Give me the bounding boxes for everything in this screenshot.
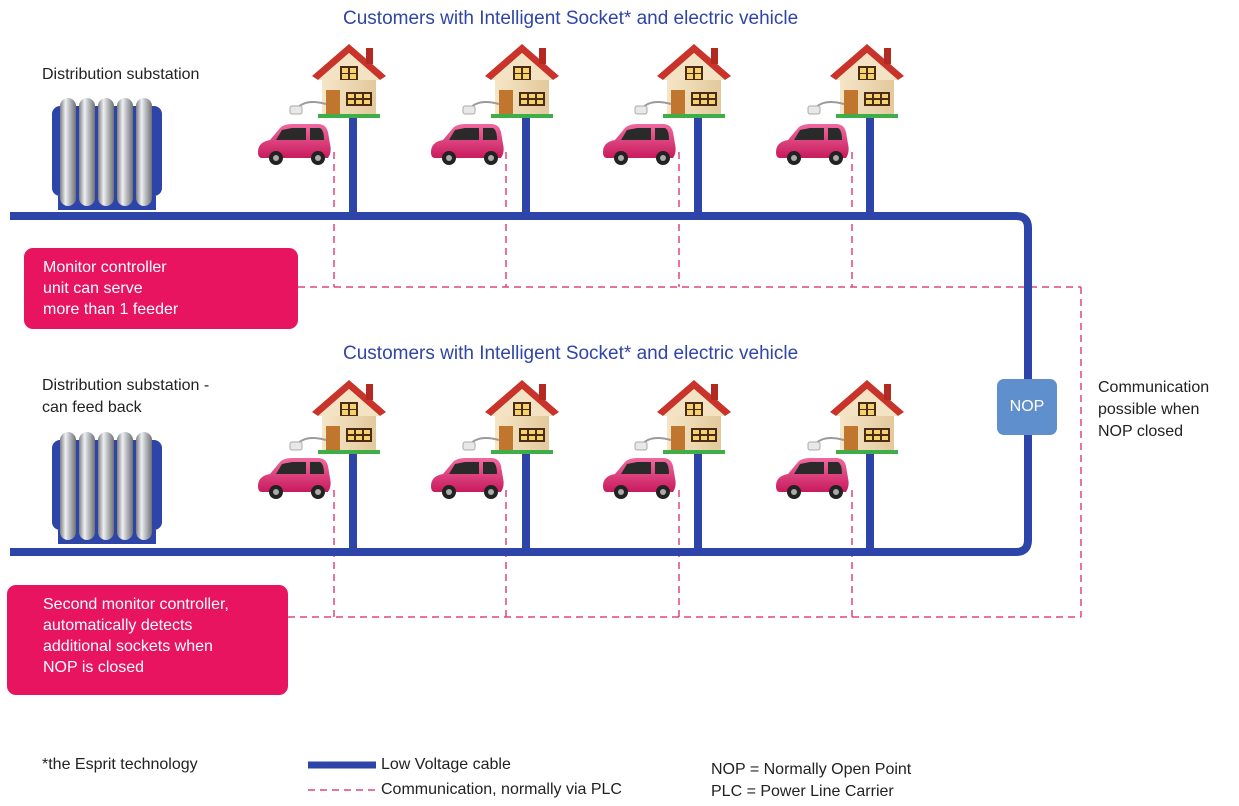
substation-icon-top	[52, 98, 162, 210]
bottom-substation-label: Distribution substation - can feed back	[42, 375, 209, 419]
charging-plug-icon	[807, 101, 845, 115]
callout-line: unit can serve	[43, 280, 143, 297]
callout-line: Second monitor controller,	[43, 596, 229, 613]
nop-note: Communication possible when NOP closed	[1098, 377, 1209, 443]
electric-car-icon	[776, 124, 849, 165]
callout-line: additional sockets when	[43, 638, 213, 655]
second-controller-callout: Second monitor controller, automatically…	[7, 585, 288, 695]
house-icon	[657, 380, 731, 454]
callout-line: more than 1 feeder	[43, 301, 179, 318]
electric-car-icon	[431, 458, 504, 499]
electric-car-icon	[258, 458, 331, 499]
house-icon	[312, 380, 386, 454]
electric-car-icon	[603, 458, 676, 499]
callout-line: NOP is closed	[43, 659, 145, 676]
house-icon	[830, 44, 904, 118]
nop-note-line: possible when	[1098, 401, 1200, 418]
electric-car-icon	[776, 458, 849, 499]
callout-line: Monitor controller	[43, 259, 167, 276]
nop-note-line: NOP closed	[1098, 423, 1184, 440]
low-voltage-cables	[10, 112, 1032, 556]
electric-car-icon	[431, 124, 504, 165]
charging-plug-icon	[634, 101, 672, 115]
charging-plug-icon	[462, 101, 500, 115]
nop-box: NOP	[997, 379, 1057, 435]
electric-car-icon	[603, 124, 676, 165]
bottom-substation-label-line1: Distribution substation -	[42, 377, 210, 394]
charging-plug-icon	[807, 437, 845, 451]
charging-plug-icon	[462, 437, 500, 451]
footnote: *the Esprit technology	[42, 756, 198, 773]
house-icon	[657, 44, 731, 118]
electric-car-icon	[258, 124, 331, 165]
bottom-feeder-heading: Customers with Intelligent Socket* and e…	[343, 343, 799, 364]
communication-lines-top	[298, 152, 1082, 617]
top-substation-label: Distribution substation	[42, 66, 200, 83]
abbrev-nop: NOP = Normally Open Point	[711, 761, 912, 778]
monitor-controller-callout: Monitor controller unit can serve more t…	[24, 248, 298, 329]
house-icon	[830, 380, 904, 454]
charging-plug-icon	[634, 437, 672, 451]
callout-line: automatically detects	[43, 617, 193, 634]
house-icon	[485, 380, 559, 454]
top-feeder-heading: Customers with Intelligent Socket* and e…	[343, 8, 799, 29]
bottom-substation-label-line2: can feed back	[42, 399, 142, 416]
abbrev-plc: PLC = Power Line Carrier	[711, 783, 894, 800]
nop-note-line: Communication	[1098, 379, 1210, 396]
house-icon	[312, 44, 386, 118]
legend-cable-label: Low Voltage cable	[381, 756, 511, 773]
substation-icon-bottom	[52, 432, 162, 544]
legend-comm-label: Communication, normally via PLC	[381, 781, 622, 798]
charging-plug-icon	[289, 437, 327, 451]
house-icon	[485, 44, 559, 118]
charging-plug-icon	[289, 101, 327, 115]
